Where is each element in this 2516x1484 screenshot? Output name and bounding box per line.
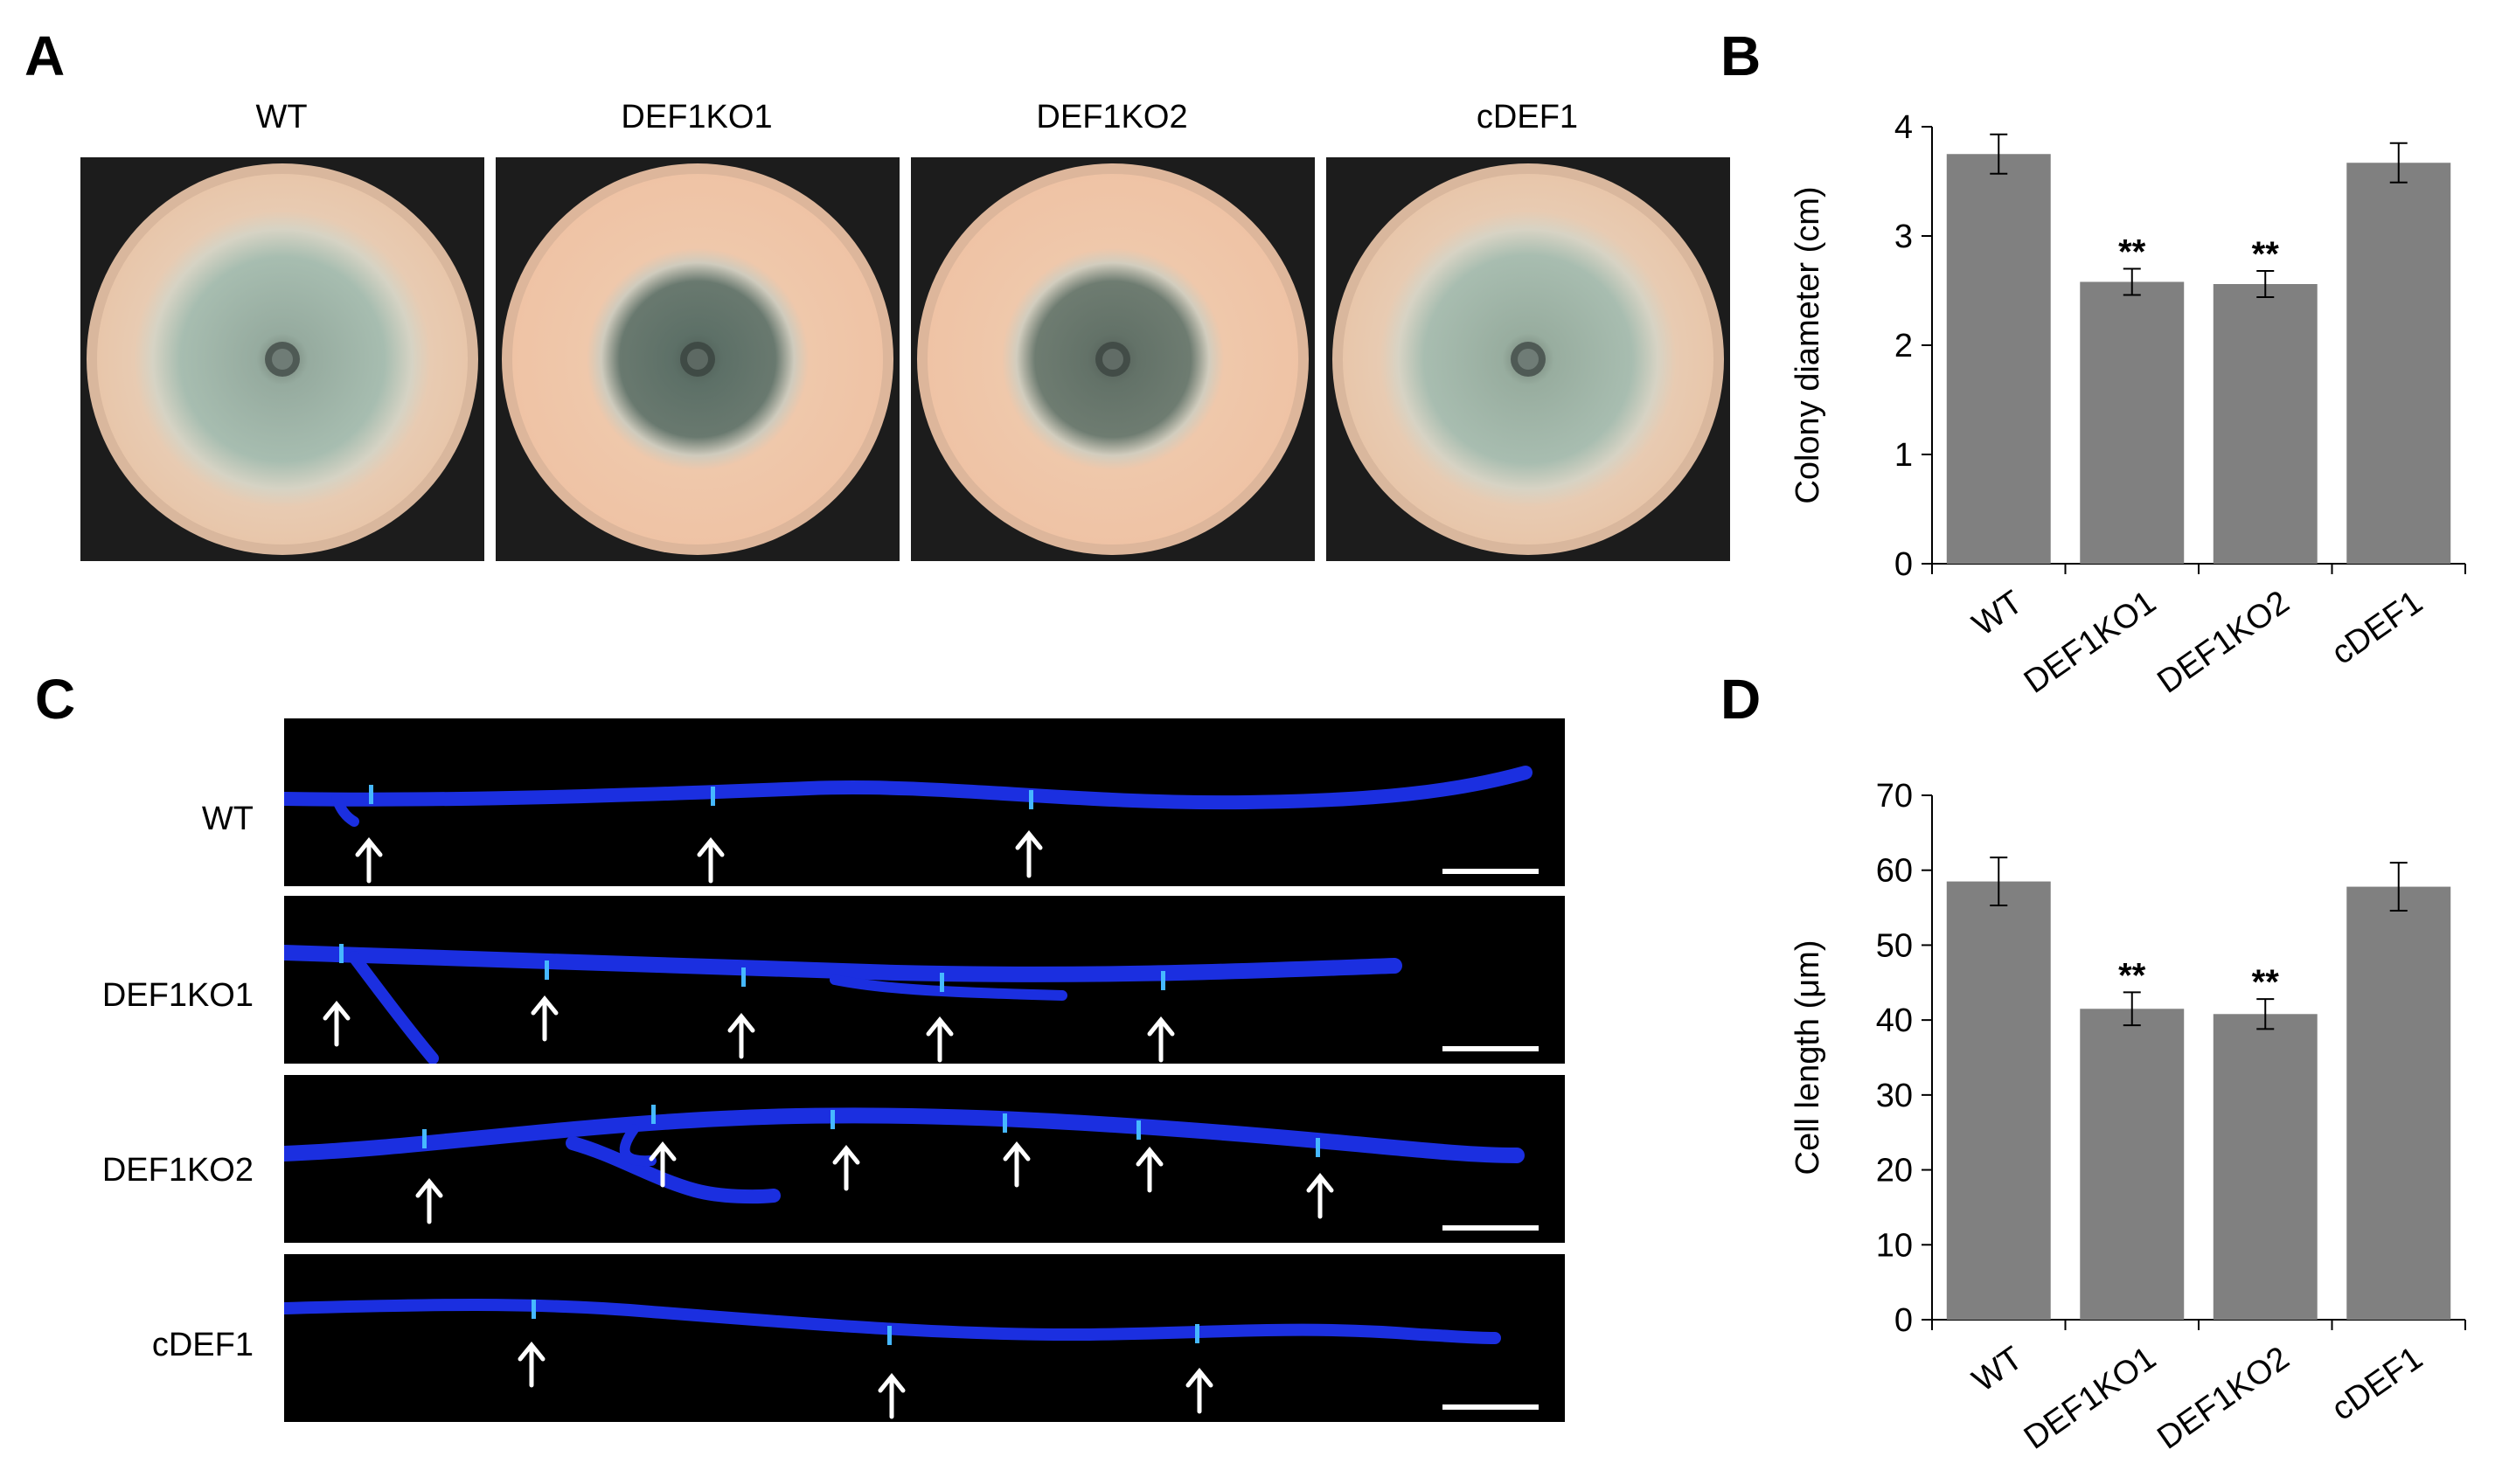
- bar-chart-colony-diameter: 0 1 2 3 4WT ** DEF1KO1 ** DEF1KO2 cDEF1 Colony dia…: [1790, 109, 2466, 699]
- y-tick-label: 2: [1894, 328, 1913, 364]
- row-label-def1ko2: DEF1KO2: [101, 1152, 254, 1189]
- plate-label-wt: WT: [255, 99, 308, 135]
- bar: [2213, 284, 2318, 564]
- y-tick-label: 50: [1876, 927, 1913, 964]
- y-axis-label: Cell length (μm): [1790, 940, 1826, 1175]
- bar: [2346, 886, 2451, 1320]
- x-tick-label: WT: [1966, 1340, 2029, 1399]
- micrograph-def1ko2: [284, 1075, 1565, 1243]
- micrograph-def1ko1: [284, 896, 1565, 1064]
- y-axis-label: Colony diameter (cm): [1790, 186, 1826, 503]
- x-tick-label: cDEF1: [2325, 584, 2429, 672]
- x-tick-label: WT: [1966, 584, 2029, 643]
- y-tick-label: 30: [1876, 1078, 1913, 1114]
- y-tick-label: 70: [1876, 778, 1913, 815]
- x-tick-label: DEF1KO1: [2018, 584, 2163, 699]
- panel-letter-d: D: [1720, 668, 1762, 731]
- plate-label-cdef1: cDEF1: [1476, 99, 1579, 135]
- y-tick-label: 4: [1894, 109, 1913, 146]
- significance-label: **: [2252, 235, 2280, 274]
- panel-letter-a: A: [24, 24, 66, 87]
- bar: [2080, 1009, 2185, 1320]
- y-tick-label: 40: [1876, 1002, 1913, 1039]
- bar: [2080, 281, 2185, 564]
- panel-letter-c: C: [35, 668, 76, 731]
- row-label-def1ko1: DEF1KO1: [101, 977, 254, 1014]
- x-tick-label: DEF1KO2: [2151, 1340, 2296, 1451]
- y-tick-label: 3: [1894, 218, 1913, 255]
- x-tick-label: cDEF1: [2325, 1340, 2429, 1428]
- y-tick-label: 60: [1876, 853, 1913, 890]
- plate-image-cdef1: [1326, 157, 1730, 561]
- y-tick-label: 1: [1894, 437, 1913, 474]
- plate-label-def1ko2: DEF1KO2: [1036, 99, 1188, 135]
- bar: [1946, 881, 2051, 1320]
- plate-image-def1ko1: [496, 157, 900, 561]
- plate-label-def1ko1: DEF1KO1: [621, 99, 773, 135]
- y-tick-label: 0: [1894, 1302, 1913, 1339]
- bar: [2346, 163, 2451, 564]
- panel-letter-b: B: [1720, 24, 1762, 87]
- x-tick-label: DEF1KO1: [2018, 1340, 2163, 1451]
- plate-image-def1ko2: [911, 157, 1315, 561]
- y-tick-label: 10: [1876, 1227, 1913, 1264]
- significance-label: **: [2118, 233, 2146, 272]
- row-label-wt: WT: [201, 801, 254, 837]
- plate-image-wt: [80, 157, 484, 561]
- micrograph-wt: [284, 718, 1565, 886]
- y-tick-label: 0: [1894, 546, 1913, 583]
- x-tick-label: DEF1KO2: [2151, 584, 2296, 699]
- y-tick-label: 20: [1876, 1153, 1913, 1189]
- bar: [2213, 1014, 2318, 1320]
- significance-label: **: [2252, 963, 2280, 1002]
- significance-label: **: [2118, 956, 2146, 995]
- micrograph-cdef1: [284, 1254, 1565, 1422]
- bar: [1946, 154, 2051, 564]
- row-label-cdef1: cDEF1: [151, 1327, 254, 1363]
